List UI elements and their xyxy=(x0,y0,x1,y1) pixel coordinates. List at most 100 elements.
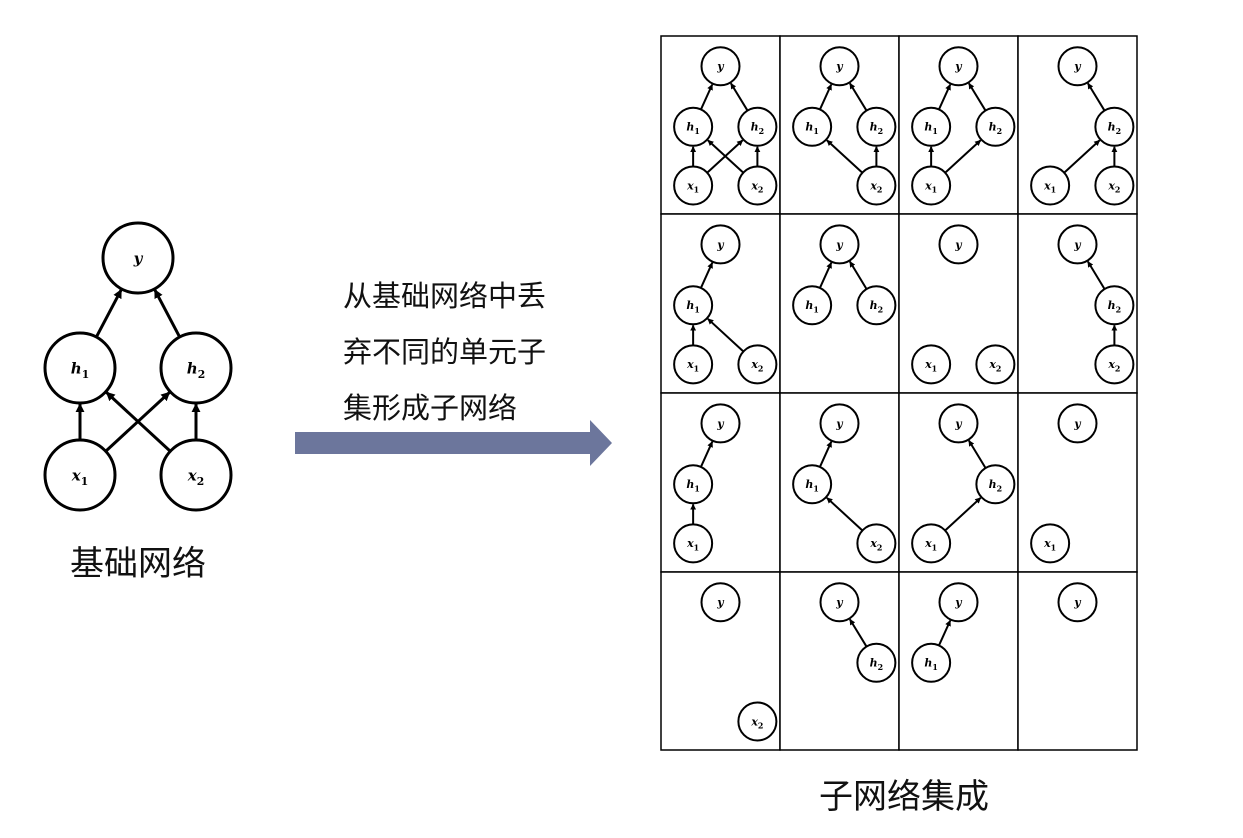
sub-node-y-label: y xyxy=(835,417,844,430)
sub-node-x2: x2 xyxy=(856,523,897,564)
sub-node-h2: h2 xyxy=(975,464,1016,505)
sub-node-y-label: y xyxy=(1073,596,1082,609)
sub-node-y-label: y xyxy=(716,238,725,251)
sub-node-y: y xyxy=(1057,403,1098,444)
sub-node-x2-circle xyxy=(737,165,778,206)
sub-node-y: y xyxy=(700,224,741,265)
sub-node-x2-circle xyxy=(737,344,778,385)
sub-node-x1: x1 xyxy=(911,165,952,206)
sub-node-x2: x2 xyxy=(856,165,897,206)
base-edge-h1-to-y xyxy=(94,289,123,338)
sub-node-y-circle xyxy=(938,224,979,265)
base-node-x1-circle xyxy=(43,438,117,512)
sub-node-h1: h1 xyxy=(673,285,714,326)
sub-node-y: y xyxy=(938,403,979,444)
sub-node-y: y xyxy=(819,582,860,623)
sub-node-y-circle xyxy=(819,582,860,623)
sub-node-y-label: y xyxy=(954,238,963,251)
sub-node-h2: h2 xyxy=(856,285,897,326)
sub-node-y: y xyxy=(819,46,860,87)
sub-node-x1-circle xyxy=(673,523,714,564)
subnetwork-cell: y xyxy=(1017,571,1138,751)
sub-node-h1-circle xyxy=(673,464,714,505)
arrow-caption-line-1: 从基础网络中丢 xyxy=(343,279,546,313)
sub-node-h1: h1 xyxy=(792,464,833,505)
base-node-x2-circle xyxy=(159,438,233,512)
base-edge-x2-to-h1 xyxy=(105,391,172,453)
sub-node-y: y xyxy=(938,582,979,623)
sub-node-h1: h1 xyxy=(673,106,714,147)
sub-node-y: y xyxy=(1057,582,1098,623)
sub-node-y: y xyxy=(819,403,860,444)
sub-edge-h1-to-y xyxy=(819,262,833,289)
sub-node-y-circle xyxy=(938,582,979,623)
sub-node-y: y xyxy=(1057,224,1098,265)
sub-node-x2: x2 xyxy=(737,701,778,742)
sub-node-y: y xyxy=(700,46,741,87)
sub-node-y-circle xyxy=(819,224,860,265)
sub-edge-h1-to-y xyxy=(700,262,714,289)
subnetwork-cell: y h2 x1 xyxy=(898,392,1019,573)
sub-node-y: y xyxy=(938,46,979,87)
sub-node-y-circle xyxy=(938,46,979,87)
sub-node-y-circle xyxy=(700,582,741,623)
sub-node-y-label: y xyxy=(716,417,725,430)
sub-node-h2-circle xyxy=(975,106,1016,147)
sub-edge-x2-to-h1 xyxy=(707,139,745,174)
sub-edge-x2-to-h1 xyxy=(707,318,745,353)
ensemble-caption: 子网络集成 xyxy=(819,777,989,817)
sub-node-x1: x1 xyxy=(1030,523,1071,564)
base-node-y-circle xyxy=(101,221,175,295)
sub-node-y-label: y xyxy=(1073,60,1082,73)
sub-node-x2: x2 xyxy=(737,165,778,206)
sub-node-x1: x1 xyxy=(911,523,952,564)
sub-node-y: y xyxy=(700,403,741,444)
sub-node-y-label: y xyxy=(835,596,844,609)
sub-node-h2-circle xyxy=(1094,285,1135,326)
sub-node-y-label: y xyxy=(954,60,963,73)
sub-node-x1-circle xyxy=(1030,165,1071,206)
sub-edge-h2-to-y xyxy=(849,261,868,290)
sub-node-y-circle xyxy=(1057,224,1098,265)
base-node-h2: h2 xyxy=(159,331,233,405)
sub-edge-h2-to-y xyxy=(1087,261,1106,290)
sub-node-h1-circle xyxy=(911,106,952,147)
sub-node-x2-circle xyxy=(1094,165,1135,206)
sub-node-x1: x1 xyxy=(673,165,714,206)
sub-node-y-circle xyxy=(819,46,860,87)
sub-node-h2: h2 xyxy=(975,106,1016,147)
subnetwork-cell: yx2 xyxy=(660,571,781,751)
sub-node-h2-circle xyxy=(1094,106,1135,147)
base-node-h2-circle xyxy=(159,331,233,405)
sub-node-y: y xyxy=(1057,46,1098,87)
sub-node-y-circle xyxy=(700,403,741,444)
sub-node-x2-circle xyxy=(975,344,1016,385)
sub-edge-h1-to-y xyxy=(700,83,714,110)
sub-node-y-label: y xyxy=(954,417,963,430)
sub-node-x2-circle xyxy=(856,523,897,564)
sub-node-x1-circle xyxy=(911,165,952,206)
sub-node-x1-circle xyxy=(911,523,952,564)
sub-node-h2: h2 xyxy=(737,106,778,147)
base-network-caption: 基础网络 xyxy=(70,544,206,584)
sub-edge-h2-to-y xyxy=(849,82,868,112)
sub-edge-h2-to-y xyxy=(1087,82,1106,112)
sub-node-h2: h2 xyxy=(856,642,897,683)
base-node-y-label: y xyxy=(133,249,144,267)
sub-edge-x1-to-h2 xyxy=(1063,139,1101,174)
sub-edge-h1-to-y xyxy=(700,441,714,468)
sub-node-h1-circle xyxy=(673,106,714,147)
sub-node-y-circle xyxy=(700,46,741,87)
base-edge-h2-to-y xyxy=(153,289,182,338)
sub-node-h2: h2 xyxy=(856,106,897,147)
sub-node-x1: x1 xyxy=(673,344,714,385)
sub-edge-h2-to-y xyxy=(730,82,749,112)
sub-node-x2-circle xyxy=(737,701,778,742)
